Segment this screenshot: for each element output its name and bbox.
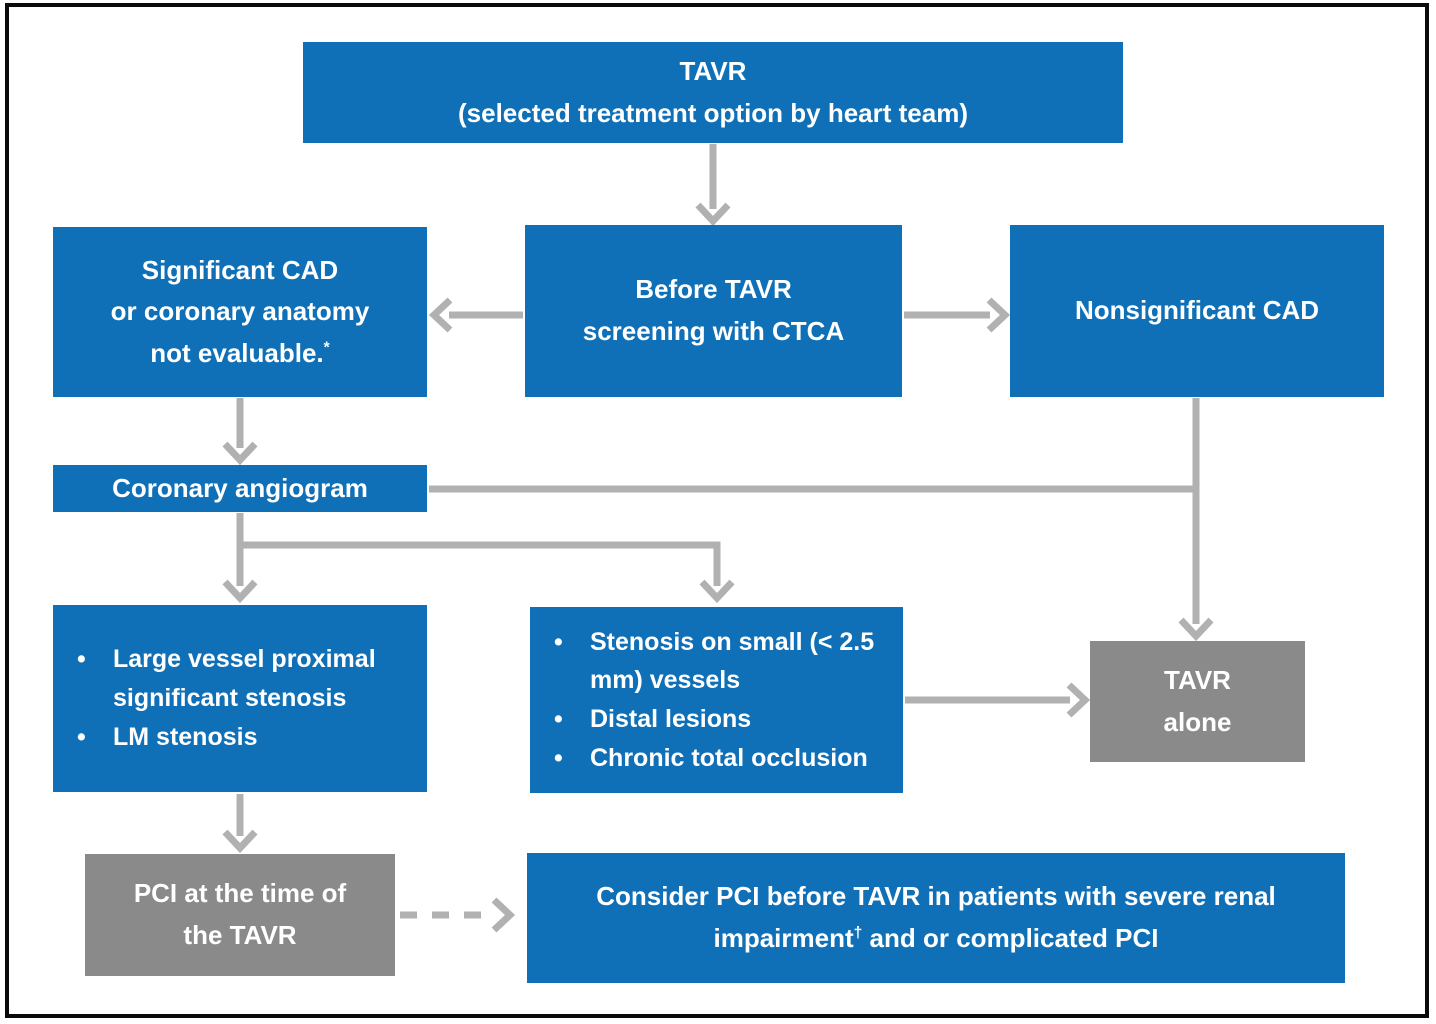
arrow-significant-cad-to-angiogram xyxy=(222,398,258,466)
small-vessel-list: • Stenosis on small (< 2.5 mm) vessels •… xyxy=(538,623,903,778)
arrow-small-vessel-to-tavr-alone xyxy=(905,682,1091,718)
node-small-vessel-criteria: • Stenosis on small (< 2.5 mm) vessels •… xyxy=(530,607,903,793)
arrow-large-vessel-to-pci xyxy=(222,794,258,854)
node-tavr-alone: TAVR alone xyxy=(1090,641,1305,762)
arrow-screening-to-nonsignificant-cad xyxy=(904,297,1011,333)
node-screening-line1: Before TAVR xyxy=(635,274,792,305)
list-item: • LM stenosis xyxy=(61,718,427,757)
dagger-footnote-mark: † xyxy=(853,924,863,942)
arrow-pci-to-consider-pci-dashed xyxy=(400,897,516,933)
node-consider-pci-line2: impairment† and or complicated PCI xyxy=(713,923,1159,953)
list-item: • Stenosis on small (< 2.5 mm) vessels xyxy=(538,623,903,701)
node-pci-line1: PCI at the time of xyxy=(133,878,347,909)
bullet-glyph: • xyxy=(554,627,563,656)
node-tavr-root: TAVR (selected treatment option by heart… xyxy=(303,42,1123,143)
arrow-angiogram-to-large-vessel xyxy=(222,513,258,604)
bullet-glyph: • xyxy=(77,722,86,751)
list-item: • Large vessel proximal significant sten… xyxy=(61,640,427,718)
node-consider-pci-line1: Consider PCI before TAVR in patients wit… xyxy=(596,881,1276,912)
arrow-screening-to-significant-cad xyxy=(428,297,523,333)
node-coronary-angiogram-label: Coronary angiogram xyxy=(112,472,368,503)
node-pci-line2: the TAVR xyxy=(183,920,297,950)
node-large-vessel-criteria: • Large vessel proximal significant sten… xyxy=(53,605,427,792)
arrow-angiogram-to-small-vessel xyxy=(240,541,735,604)
bullet-glyph: • xyxy=(554,705,563,733)
list-item: • Chronic total occlusion xyxy=(538,739,903,778)
bullet-glyph: • xyxy=(554,743,563,772)
node-tavr-root-line2: (selected treatment option by heart team… xyxy=(458,97,968,128)
arrow-root-to-screening xyxy=(695,144,731,227)
large-vessel-list: • Large vessel proximal significant sten… xyxy=(61,640,427,756)
node-consider-pci-before-tavr: Consider PCI before TAVR in patients wit… xyxy=(527,853,1345,983)
node-tavr-alone-line2: alone xyxy=(1163,706,1232,737)
node-nonsignificant-cad: Nonsignificant CAD xyxy=(1010,225,1384,397)
node-screening-line2: screening with CTCA xyxy=(582,316,845,346)
node-before-tavr-screening: Before TAVR screening with CTCA xyxy=(525,225,902,397)
node-significant-cad-line2: or coronary anatomy xyxy=(110,296,370,327)
node-nonsignificant-cad-line1: Nonsignificant CAD xyxy=(1074,295,1320,326)
asterisk-footnote-mark: * xyxy=(323,339,330,357)
arrow-nonsignificant-cad-to-tavr-alone xyxy=(1178,398,1214,642)
node-tavr-root-line1: TAVR xyxy=(679,55,747,86)
node-pci-at-time-of-tavr: PCI at the time of the TAVR xyxy=(85,854,395,976)
node-significant-cad-line3: not evaluable.* xyxy=(150,337,330,368)
node-tavr-alone-line1: TAVR xyxy=(1164,664,1231,695)
node-significant-cad-line1: Significant CAD xyxy=(141,254,339,285)
list-item: • Distal lesions xyxy=(538,700,903,739)
node-significant-cad: Significant CAD or coronary anatomy not … xyxy=(53,227,427,397)
bullet-glyph: • xyxy=(77,645,86,674)
node-coronary-angiogram: Coronary angiogram xyxy=(53,465,427,512)
